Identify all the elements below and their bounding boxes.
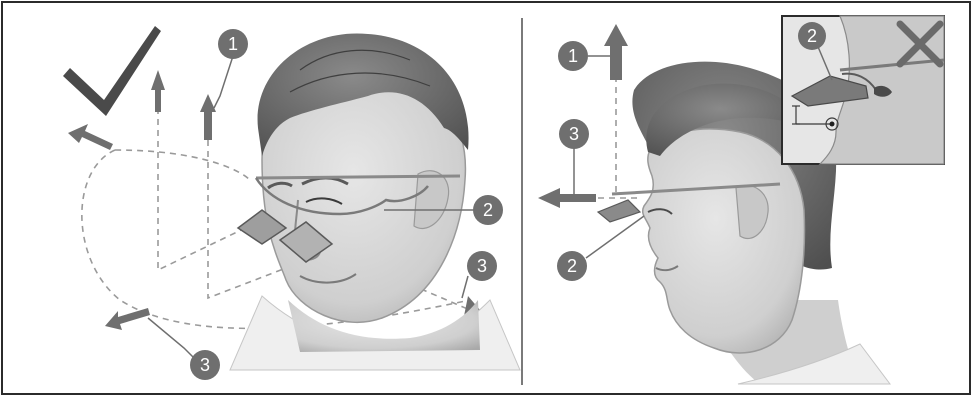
callout-label: 2 [807, 26, 817, 46]
callout-right-1: 1 [558, 41, 588, 71]
callout-label: 1 [228, 34, 238, 54]
callout-left-3-right: 3 [467, 251, 497, 281]
callout-left-1: 1 [218, 29, 248, 59]
callout-label: 2 [483, 200, 493, 220]
callout-right-3: 3 [559, 119, 589, 149]
callout-label: 1 [568, 46, 578, 66]
callout-label: 3 [477, 256, 487, 276]
callout-right-2: 2 [557, 251, 587, 281]
callout-left-2: 2 [473, 195, 503, 225]
callout-label: 3 [569, 124, 579, 144]
inset-detail: 2 [782, 16, 944, 164]
callout-inset-2: 2 [798, 22, 826, 50]
callout-label: 3 [200, 355, 210, 375]
callout-left-3-bottom: 3 [190, 350, 220, 380]
callout-label: 2 [567, 256, 577, 276]
